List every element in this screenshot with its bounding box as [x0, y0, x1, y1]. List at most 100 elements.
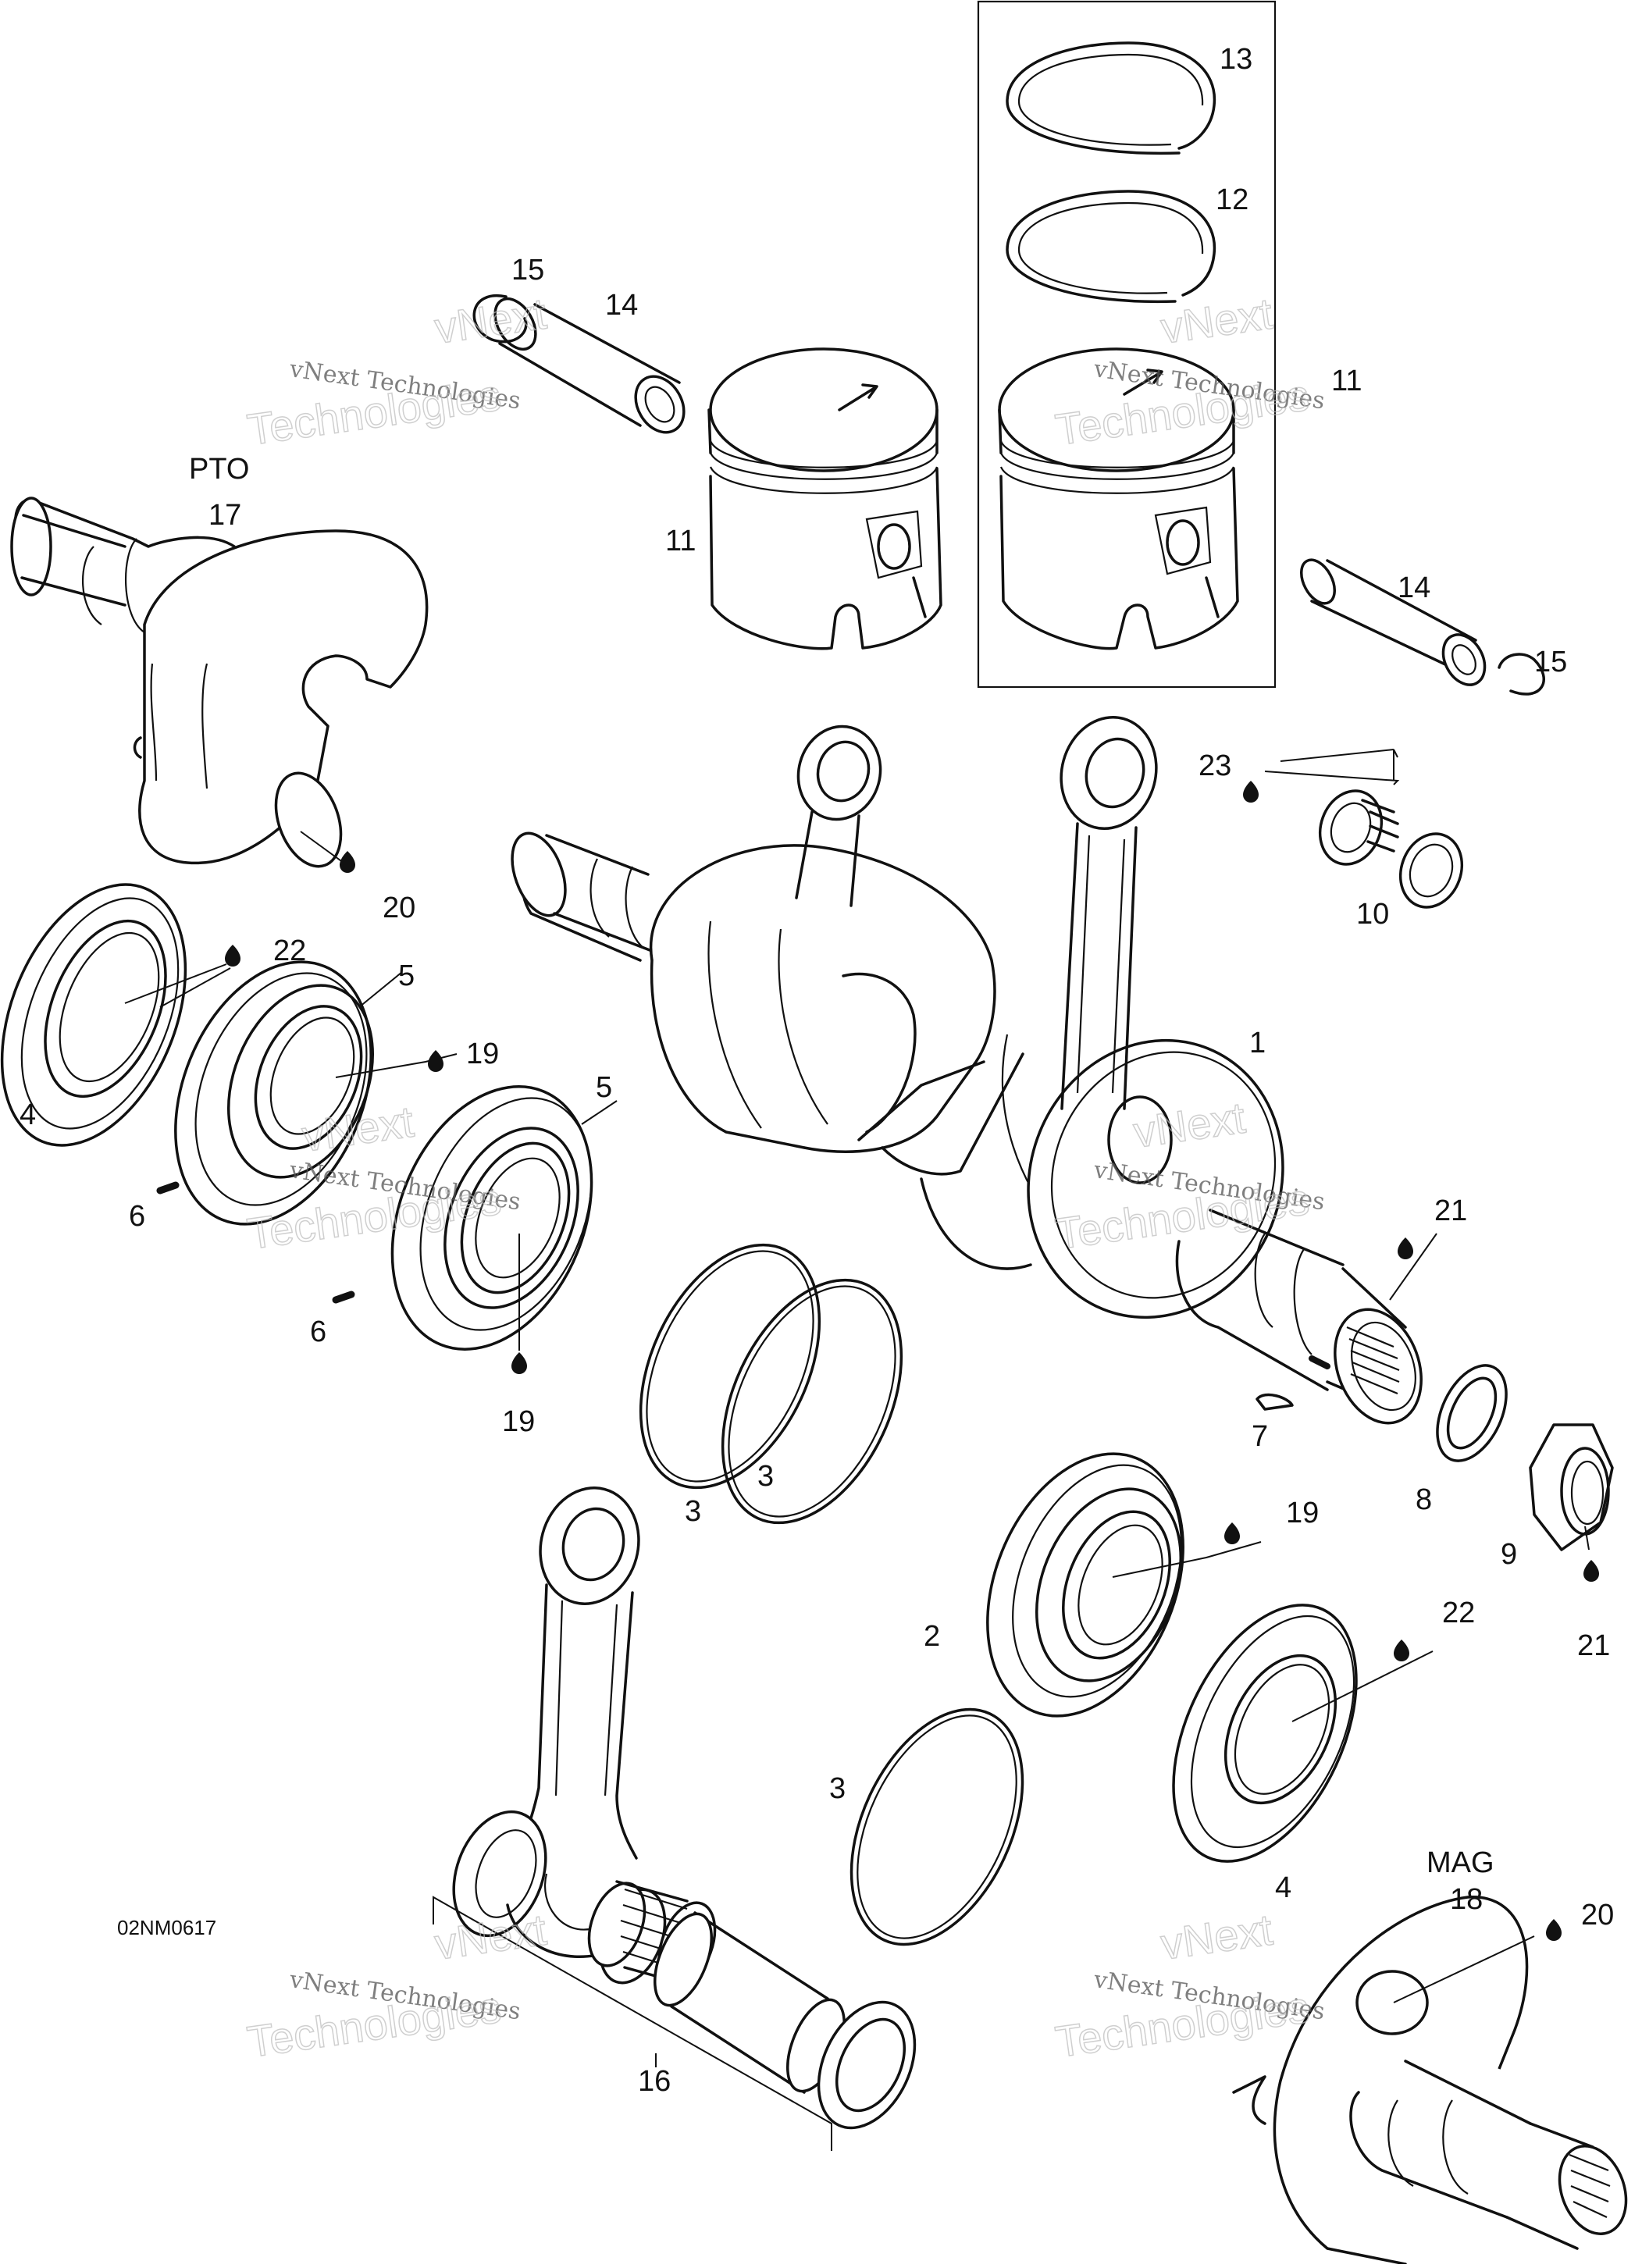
callout-21: 21	[1577, 1629, 1610, 1662]
callout-3: 3	[829, 1772, 846, 1805]
crank-pin-16	[654, 1911, 846, 2094]
callout-18: 18	[1450, 1883, 1483, 1916]
callout-22: 22	[1442, 1597, 1475, 1629]
oil-drop-icon	[225, 945, 240, 967]
callout-17: 17	[208, 499, 241, 532]
callout-22: 22	[273, 935, 306, 967]
leader-21a	[1389, 1233, 1437, 1301]
callout-7: 7	[1252, 1420, 1268, 1453]
oil-drop-icon	[1243, 781, 1259, 803]
oil-drop-icon	[511, 1352, 527, 1374]
callout-8: 8	[1416, 1483, 1432, 1516]
watermark-bottom-left: vNext Technologies Technologies vNext	[244, 1904, 550, 2067]
callout-4: 4	[1275, 1871, 1291, 1904]
callout-9: 9	[1501, 1538, 1517, 1571]
watermark-top-left: vNext Technologies Technologies vNext	[244, 288, 550, 455]
callout-15: 15	[511, 254, 544, 287]
o-ring-3-b	[721, 1278, 903, 1525]
callout-16: 16	[638, 2065, 671, 2098]
callout-6: 6	[129, 1200, 145, 1233]
circlip-15-right	[1498, 653, 1545, 696]
callout-2: 2	[924, 1620, 940, 1653]
crankshaft-assembly-1	[511, 831, 1423, 1425]
leader-23	[1280, 749, 1398, 781]
leader-19c	[1112, 1541, 1262, 1578]
ball-bearing-5-left	[174, 960, 375, 1226]
piston-ring-13	[1006, 41, 1216, 155]
piston-11	[707, 347, 942, 650]
callout-19: 19	[466, 1038, 499, 1070]
svg-text:vNext: vNext	[432, 1905, 550, 1969]
crank-half-pto-17	[10, 497, 429, 868]
o-ring-3-a	[639, 1243, 821, 1490]
callout-13: 13	[1220, 43, 1252, 76]
leader-5b	[581, 1100, 618, 1125]
oil-drop-icon	[1224, 1522, 1240, 1544]
wrist-pin-14-top	[493, 297, 686, 434]
watermark-top-right: vNext Technologies Technologies vNext	[1052, 288, 1327, 455]
leader-22b	[1291, 1650, 1434, 1722]
callout-3: 3	[757, 1460, 774, 1493]
watermark-bottom-right: vNext Technologies Technologies vNext	[1052, 1904, 1327, 2067]
oil-drop-icon	[1394, 1640, 1409, 1661]
leader-23-b	[1264, 771, 1400, 785]
callout-11: 11	[1331, 365, 1362, 397]
leader-20a	[300, 831, 344, 863]
oil-drop-icon	[1546, 1919, 1562, 1941]
callout-20: 20	[1581, 1899, 1614, 1932]
leader-20b	[1393, 1935, 1535, 2003]
group-bracket-16	[433, 1896, 832, 2151]
conrod-on-crankshaft-right	[1060, 715, 1158, 1110]
conrod-on-crankshaft-left	[795, 725, 882, 907]
leader-21b	[1584, 1526, 1590, 1551]
leader-19a	[335, 1053, 458, 1078]
crank-half-mag-18	[1232, 1896, 1628, 2266]
callout-23: 23	[1199, 749, 1231, 782]
callout-1: 1	[1249, 1027, 1266, 1059]
callout-11: 11	[665, 525, 696, 557]
callout-5: 5	[398, 960, 415, 992]
leader-22a-line	[124, 963, 227, 1004]
callout-15: 15	[1534, 646, 1567, 678]
o-ring-3-c	[849, 1707, 1024, 1946]
circlip-15-top	[472, 294, 528, 344]
callout-3: 3	[685, 1495, 701, 1528]
callout-19: 19	[502, 1405, 535, 1438]
lock-washer-8	[1436, 1364, 1508, 1462]
section-label-pto: PTO	[189, 453, 249, 486]
callout-21: 21	[1434, 1195, 1467, 1227]
oil-drop-icon	[340, 851, 355, 873]
oil-drop-icon	[428, 1050, 443, 1072]
oil-seal-4-right	[1172, 1604, 1358, 1863]
ball-bearing-2	[986, 1452, 1184, 1718]
leader-22a	[159, 967, 231, 1008]
dowel-pin-6-b	[332, 1291, 355, 1304]
callout-20: 20	[383, 892, 415, 924]
figure-code: 02NM0617	[117, 1916, 216, 1939]
wrist-pin-14-right	[1300, 558, 1487, 686]
needle-bearing-10	[1318, 789, 1464, 909]
oil-seal-4-left	[0, 883, 187, 1147]
callout-14: 14	[605, 289, 638, 322]
svg-text:vNext: vNext	[1158, 289, 1276, 353]
section-label-mag: MAG	[1427, 1846, 1494, 1879]
piston-kit-frame	[977, 0, 1277, 689]
callout-5: 5	[596, 1071, 612, 1104]
piston-ring-12	[1006, 190, 1216, 304]
leader-5a	[358, 971, 403, 1008]
oil-drop-icon	[1583, 1560, 1599, 1582]
callout-19: 19	[1286, 1497, 1319, 1529]
nut-9	[1529, 1423, 1614, 1551]
dowel-pin-6-a	[156, 1181, 180, 1195]
piston-11-kit	[998, 347, 1239, 650]
callout-14: 14	[1398, 571, 1430, 604]
ball-bearing-5-right	[390, 1085, 593, 1351]
callout-12: 12	[1216, 183, 1248, 216]
callout-6: 6	[310, 1316, 326, 1348]
woodruff-key-7	[1256, 1393, 1294, 1411]
svg-text:vNext: vNext	[1158, 1905, 1276, 1969]
oil-drop-icon	[1398, 1237, 1413, 1259]
callout-10: 10	[1356, 898, 1389, 931]
